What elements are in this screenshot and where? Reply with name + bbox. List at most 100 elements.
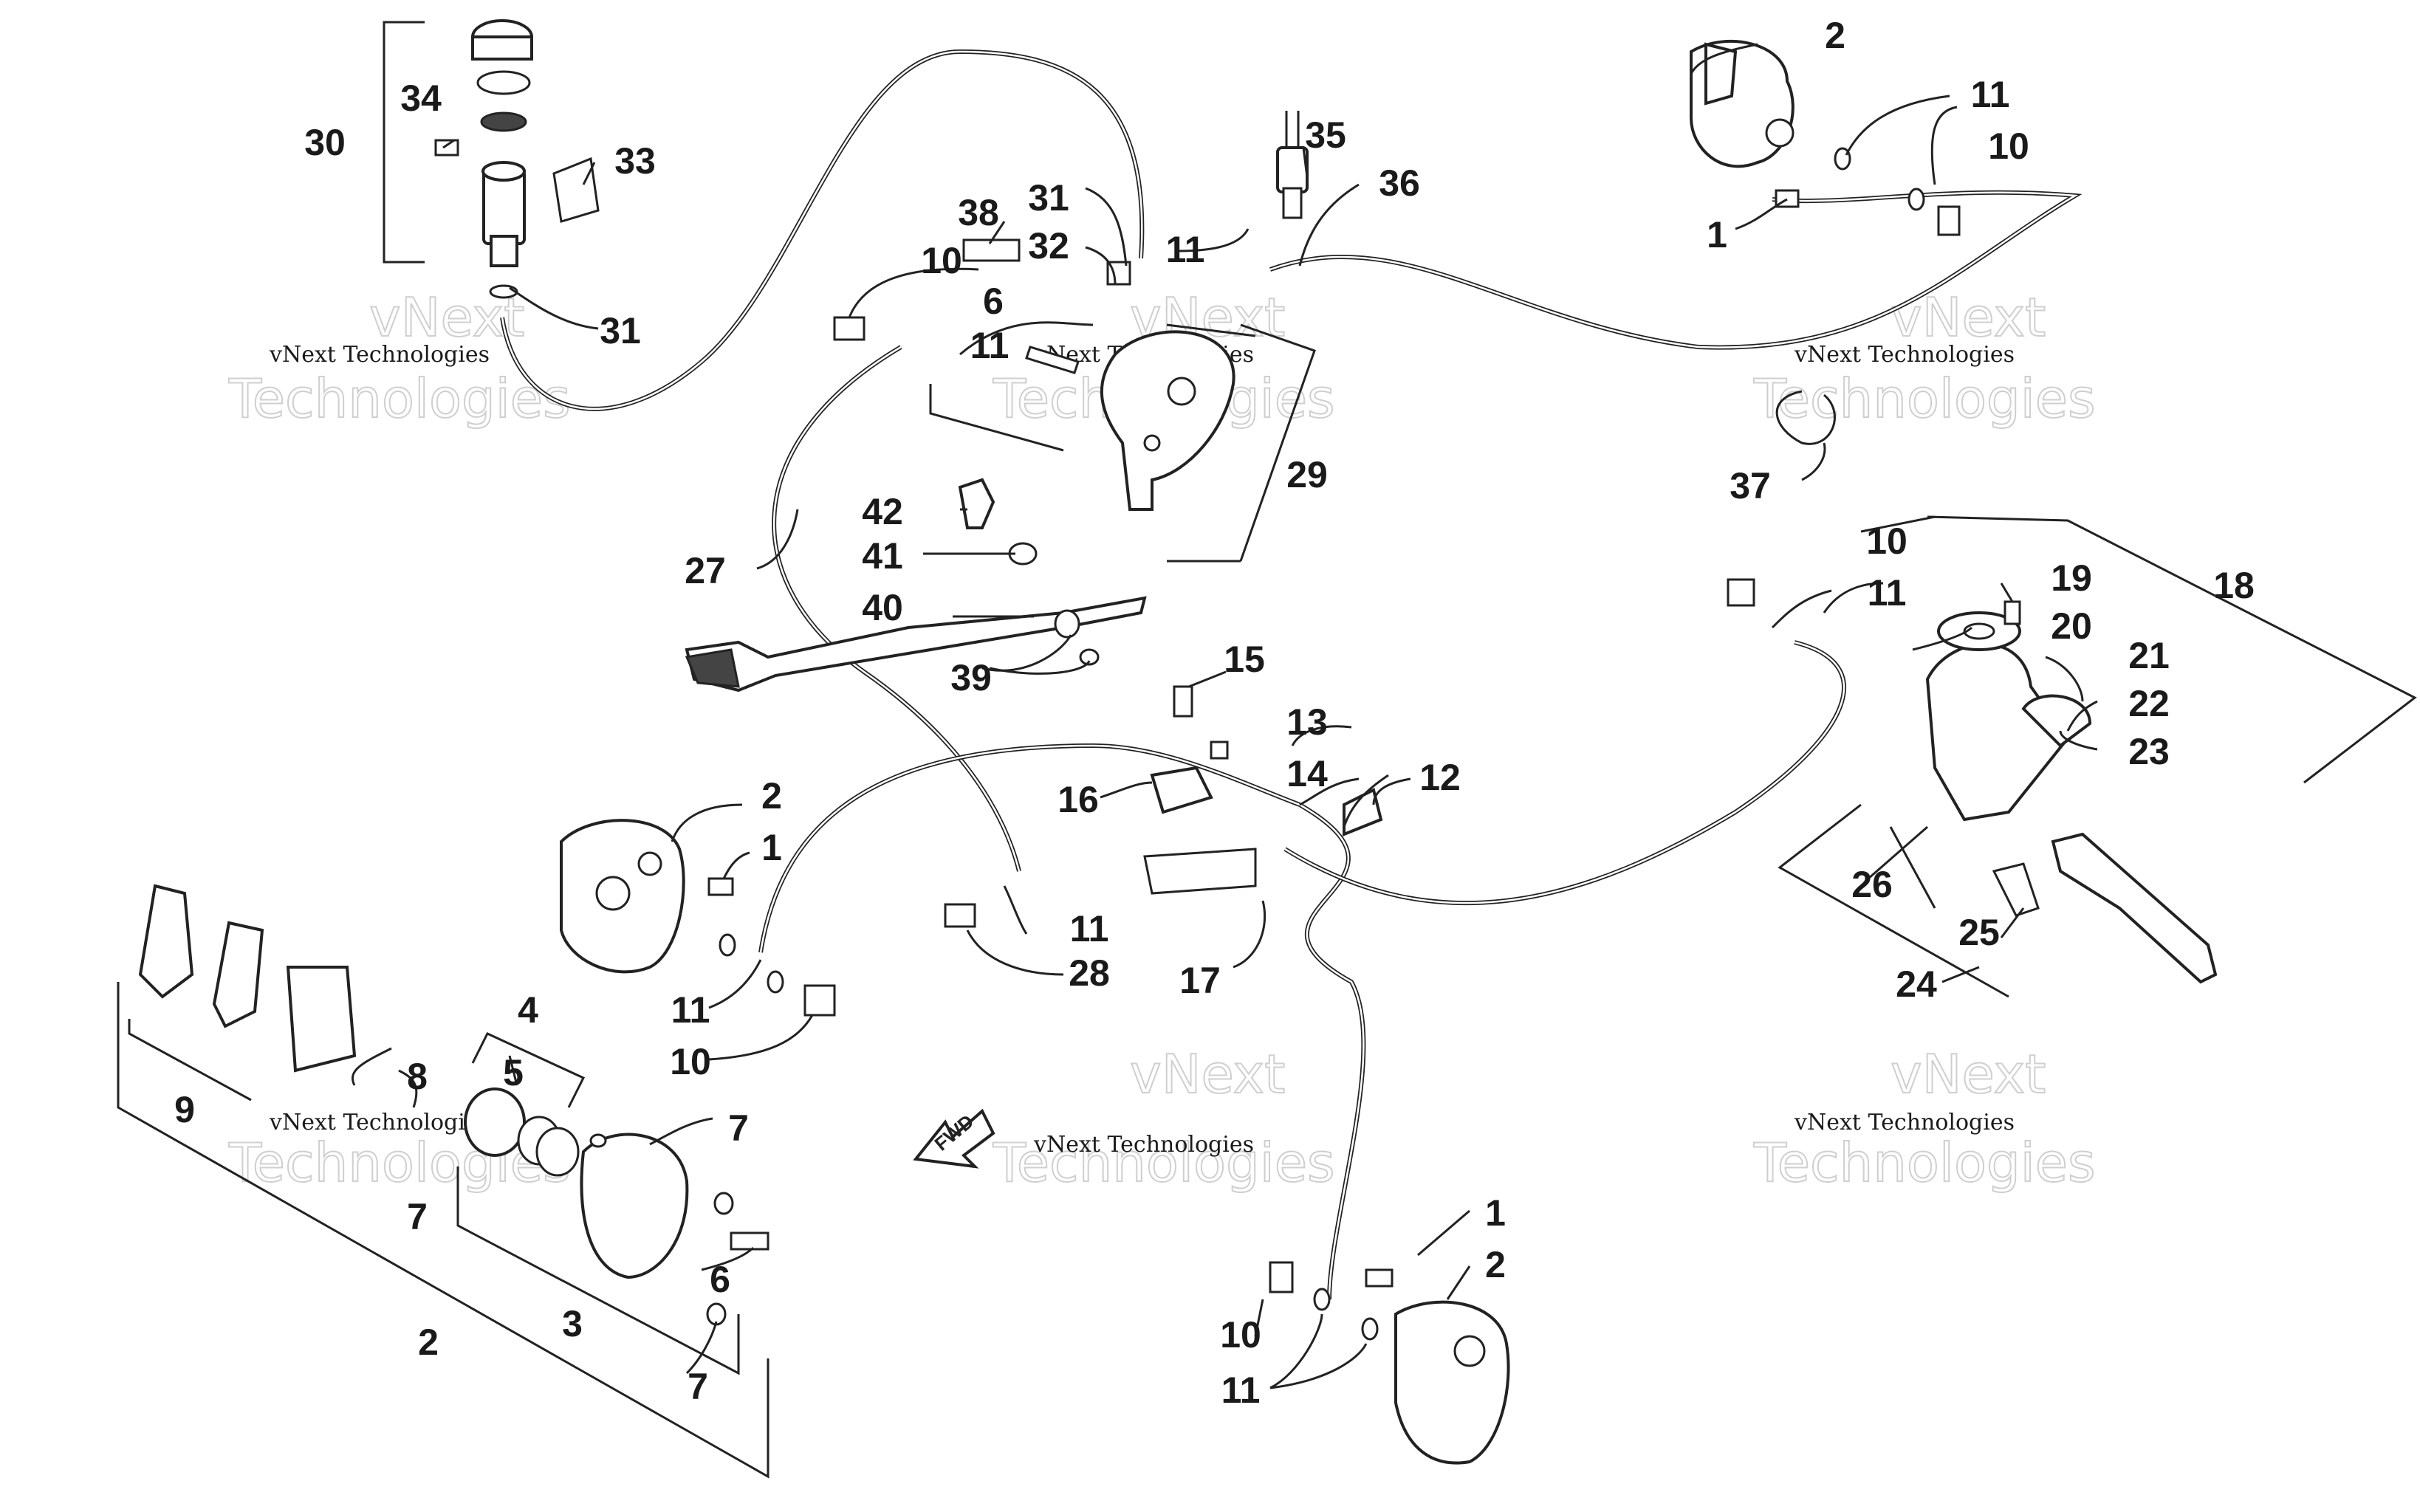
brake-switch: [1276, 111, 1309, 219]
callout-7: 7: [728, 1107, 749, 1149]
callout-7: 7: [407, 1196, 428, 1237]
bolt: [962, 238, 1021, 262]
washer: [767, 970, 784, 994]
watermark-text: vNext Technologies: [1794, 342, 2015, 368]
brake-pad: [212, 921, 264, 1028]
callout-22: 22: [2128, 683, 2170, 724]
bolt: [1365, 1268, 1394, 1288]
callout-41: 41: [862, 535, 903, 577]
callout-13: 13: [1286, 701, 1328, 743]
watermark-text: vNext Technologies: [1794, 1110, 2015, 1135]
callout-34: 34: [400, 78, 442, 119]
front-right-caliper: [1269, 1261, 1510, 1465]
callout-11: 11: [671, 989, 710, 1031]
callout-10: 10: [921, 240, 962, 281]
callout-10: 10: [1988, 126, 2029, 167]
brake-pedal-arm: [685, 596, 1147, 693]
bracket-4: [471, 1032, 586, 1108]
pedal-bolt: [958, 478, 995, 529]
callout-11: 11: [1166, 229, 1205, 270]
washer: [1361, 1317, 1379, 1341]
bracket-2: [117, 982, 769, 1479]
callout-29: 29: [1286, 454, 1328, 495]
banjo-bolt: [1937, 205, 1961, 236]
piston-seal: [535, 1127, 580, 1177]
master-cylinder-body: [1100, 330, 1235, 511]
front-left-caliper: [560, 819, 836, 1017]
callout-2: 2: [761, 775, 782, 817]
watermark-big: Technologies: [1753, 368, 2096, 430]
callout-31: 31: [1028, 177, 1069, 219]
callout-5: 5: [503, 1052, 524, 1093]
brake-lever: [2051, 832, 2218, 984]
handlebar-master-cylinder: [1889, 600, 2218, 984]
lever-pin: [1992, 862, 2040, 917]
reservoir-diaphragm: [476, 70, 531, 95]
watermark-top: vNext: [1130, 1043, 1285, 1105]
callout-3: 3: [562, 1303, 583, 1344]
callout-17: 17: [1179, 960, 1221, 1001]
callout-6: 6: [710, 1259, 730, 1300]
handlebar-brake-hose: [1283, 640, 1846, 906]
callout-11: 11: [1868, 572, 1907, 614]
callout-10: 10: [1866, 520, 1907, 562]
bleeder-screw: [1025, 346, 1080, 374]
caliper-bracket: [286, 966, 357, 1073]
o-ring: [713, 1192, 734, 1215]
callout-11: 11: [1971, 74, 2010, 115]
callout-8: 8: [407, 1056, 428, 1097]
callout-2: 2: [418, 1322, 439, 1363]
callout-2: 2: [1485, 1244, 1506, 1285]
callout-1: 1: [1707, 214, 1727, 255]
callout-24: 24: [1896, 963, 1937, 1005]
rear-master-cylinder: [962, 238, 1235, 511]
junction-block: [1150, 766, 1213, 814]
callout-7: 7: [688, 1366, 708, 1407]
bolt: [707, 877, 734, 896]
bracket-18: [1927, 515, 2417, 784]
o-ring: [589, 1133, 607, 1148]
banjo-bolt: [1269, 1261, 1294, 1293]
bracket-3: [456, 1166, 740, 1375]
screw: [2003, 600, 2021, 625]
watermark-big: Technologies: [993, 1132, 1335, 1194]
o-ring: [706, 1302, 727, 1326]
callout-1: 1: [761, 827, 782, 868]
callout-9: 9: [174, 1089, 195, 1130]
bracket-29: [1239, 323, 1316, 562]
bolt: [1173, 685, 1193, 718]
forward-direction-arrow: FWD: [913, 1108, 995, 1169]
group-brackets: [117, 21, 2417, 1479]
snap-ring: [1775, 390, 1836, 445]
watermark-top: vNext: [1891, 286, 2046, 348]
brake-pedal: [685, 478, 1147, 693]
callout-27: 27: [685, 550, 726, 591]
callout-labels: 30 34 33 31 38 10 6 11 31 32 29 11 35 36…: [174, 15, 2255, 1411]
callout-32: 32: [1028, 225, 1069, 267]
caliper-exploded: [138, 884, 769, 1326]
banjo-bolt: [833, 316, 865, 341]
callout-33: 33: [614, 140, 656, 182]
callout-12: 12: [1419, 757, 1461, 798]
callout-11: 11: [970, 325, 1010, 366]
brake-junction: [1143, 685, 1383, 895]
callout-10: 10: [670, 1041, 711, 1082]
rear-brake-caliper: [1690, 40, 1961, 236]
watermark-text: vNext Technologies: [269, 342, 490, 368]
front-left-brake-hose: [758, 743, 1366, 1300]
caliper-housing: [580, 1133, 689, 1279]
callout-2: 2: [1825, 15, 1845, 56]
callout-18: 18: [2213, 565, 2255, 606]
callout-25: 25: [1958, 912, 2000, 953]
washer: [1313, 1288, 1331, 1311]
bracket-30: [383, 21, 425, 264]
callout-26: 26: [1851, 864, 1893, 905]
brake-switch-body: [1276, 146, 1309, 193]
callout-19: 19: [2051, 557, 2092, 599]
washer: [719, 933, 736, 957]
callout-42: 42: [862, 491, 903, 532]
callout-40: 40: [862, 587, 903, 628]
callout-6: 6: [983, 281, 1004, 322]
callout-15: 15: [1224, 639, 1265, 680]
